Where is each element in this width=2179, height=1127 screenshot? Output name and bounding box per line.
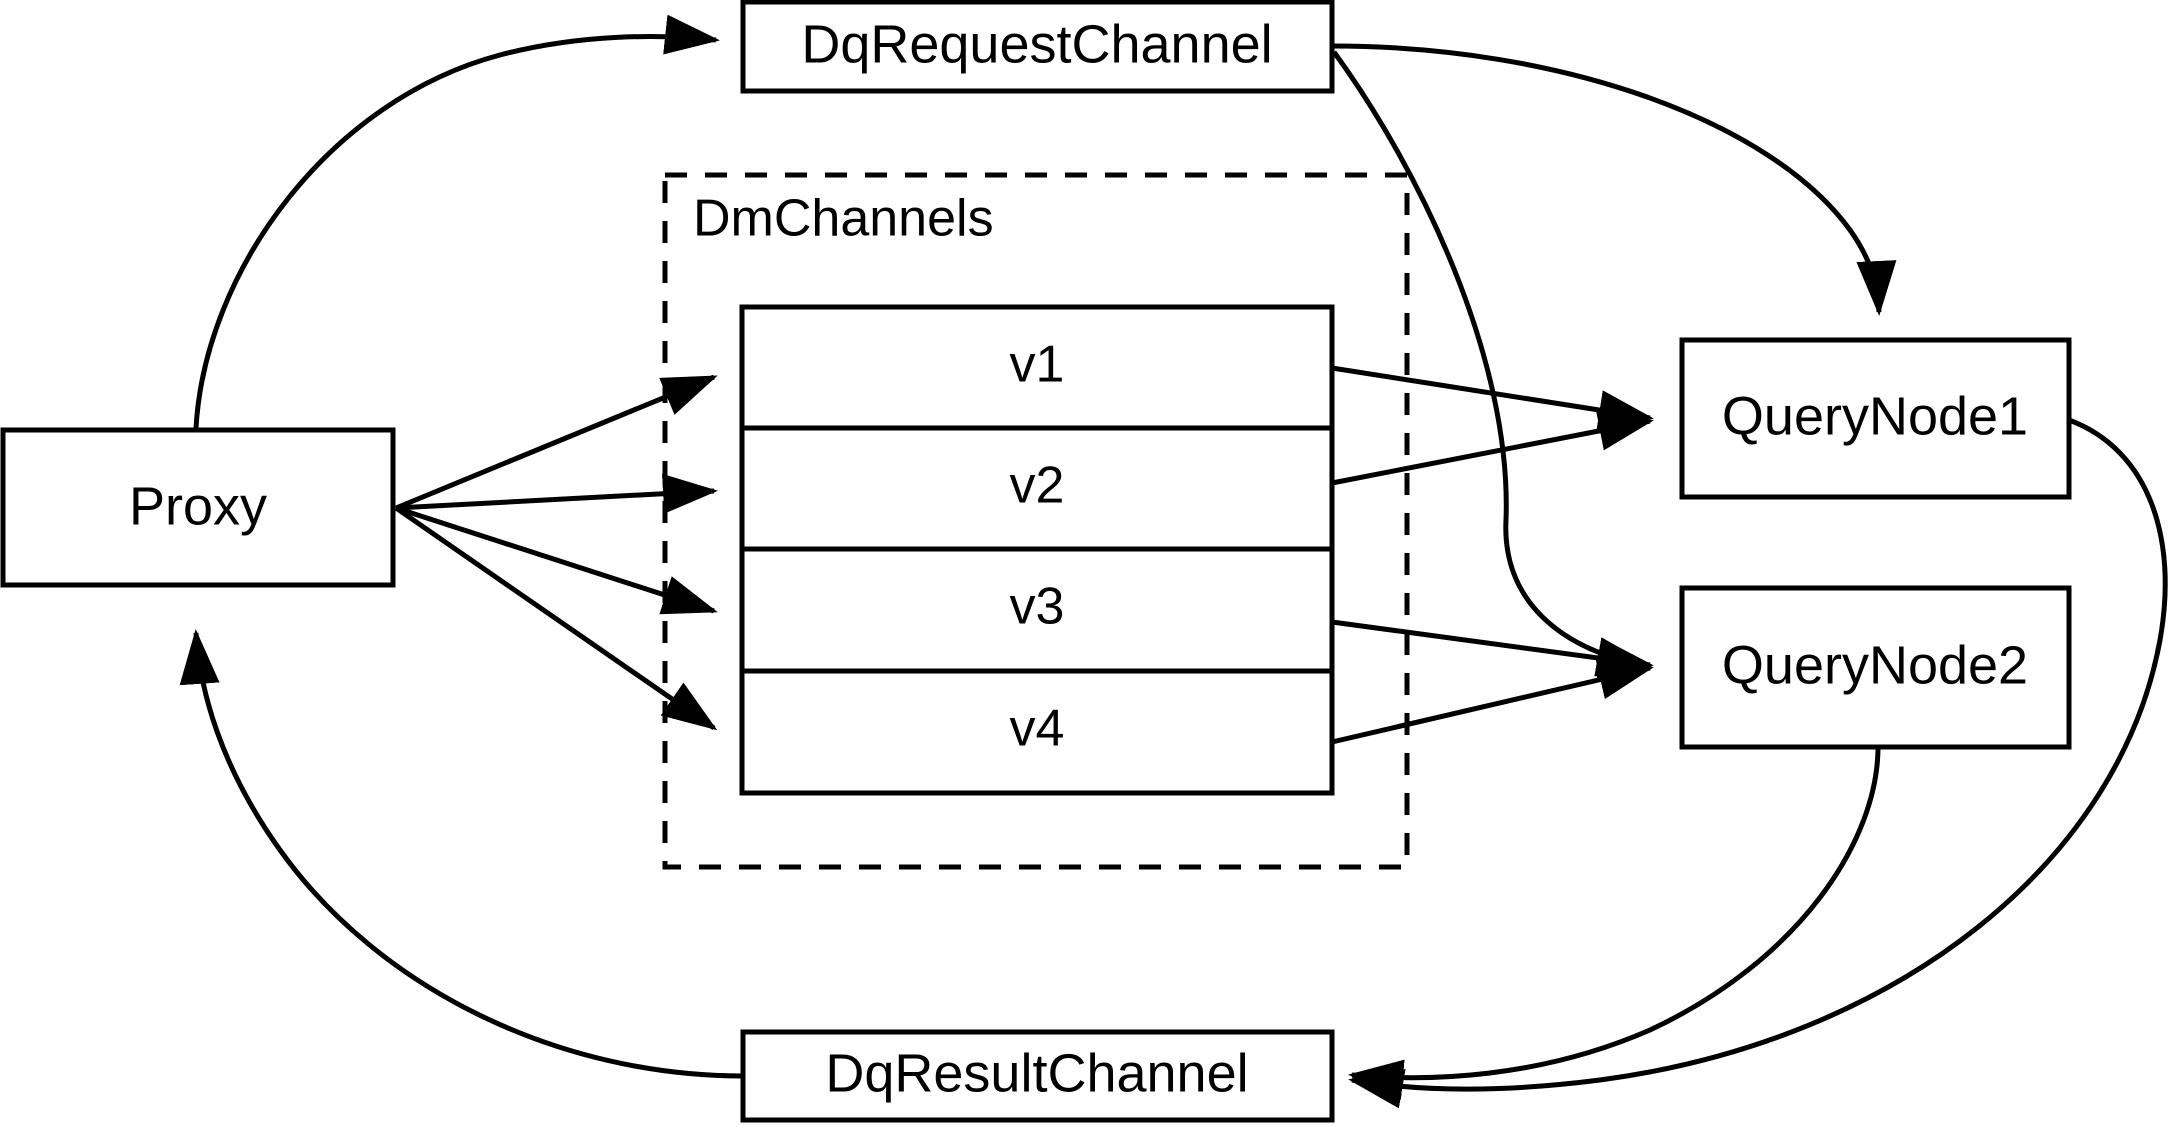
- dm-channel-row-v3[interactable]: v3: [1010, 578, 1065, 636]
- edge-proxy-to-v3: [395, 505, 718, 615]
- node-query-node-1[interactable]: [1679, 337, 2072, 500]
- dm-channels-label: DmChannels: [693, 190, 994, 248]
- edge-dq-request-channel-to-query-node-2: [1331, 50, 1652, 677]
- node-query-node-2[interactable]: [1679, 585, 2072, 750]
- node-query-node-1-label: QueryNode1: [1722, 386, 2028, 446]
- node-dq-result-channel-label: DqResultChannel: [825, 1043, 1248, 1103]
- node-dq-request-channel[interactable]: [740, 0, 1335, 94]
- edge-proxy-to-v2: [395, 473, 718, 514]
- edge-proxy-to-dq-request-channel: [193, 14, 720, 429]
- node-proxy-label: Proxy: [129, 476, 267, 536]
- edge-query-node-2-to-dq-result-channel: [1348, 746, 1881, 1100]
- dm-channels-group: [662, 172, 1410, 870]
- node-proxy[interactable]: [0, 427, 396, 588]
- dm-channel-row-v2[interactable]: v2: [1010, 457, 1065, 515]
- edge-v4-to-query-node-2: [1331, 660, 1654, 745]
- edge-v3-to-query-node-2: [1331, 619, 1654, 678]
- dm-channel-row-v1[interactable]: v1: [1010, 336, 1065, 394]
- edge-v1-to-query-node-1: [1331, 365, 1654, 430]
- node-dq-result-channel[interactable]: [740, 1029, 1335, 1123]
- edge-query-node-1-to-dq-result-channel: [1348, 417, 2168, 1109]
- edge-proxy-to-v4: [394, 505, 718, 731]
- node-query-node-2-label: QueryNode2: [1722, 635, 2028, 695]
- dm-channel-row-v4[interactable]: v4: [1010, 700, 1065, 758]
- edge-v2-to-query-node-1: [1331, 411, 1654, 486]
- edge-proxy-to-v1: [395, 374, 718, 511]
- edge-dq-result-channel-to-proxy: [179, 629, 744, 1079]
- node-dq-request-channel-label: DqRequestChannel: [801, 14, 1272, 74]
- edge-dq-request-channel-to-query-node-1: [1331, 43, 1897, 316]
